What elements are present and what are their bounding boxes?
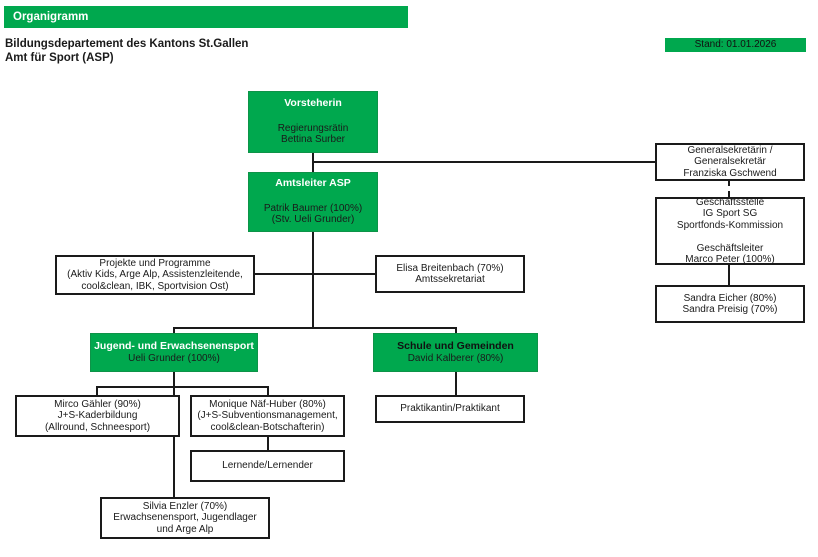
org-node-monique-naef-huber: Monique Näf-Huber (80%) (J+S-Subventions… bbox=[190, 395, 345, 437]
org-node-line: cool&clean, IBK, Sportvision Ost) bbox=[81, 280, 229, 292]
connector-drop-jugend bbox=[173, 327, 175, 333]
org-node-line: Bettina Surber bbox=[281, 134, 345, 146]
org-node-line bbox=[729, 231, 732, 243]
connector-subbranch-horizontal bbox=[96, 386, 269, 388]
connector-schule-praktikant bbox=[455, 372, 457, 395]
org-node-line: (Stv. Ueli Grunder) bbox=[271, 214, 355, 226]
org-node-line: Patrik Baumer (100%) bbox=[263, 202, 363, 214]
org-node-line: Geschäftsstelle bbox=[695, 196, 765, 208]
org-node-line: und Arge Alp bbox=[156, 523, 214, 535]
org-node-line: J+S-Kaderbildung bbox=[57, 410, 138, 422]
org-node-line: IG Sport SG bbox=[702, 208, 758, 219]
org-node-amtsleiter-asp: Amtsleiter ASP Patrik Baumer (100%) (Stv… bbox=[248, 172, 378, 232]
connector-projekte-amtssekretariat bbox=[255, 273, 375, 275]
org-node-line: Marco Peter (100%) bbox=[685, 254, 775, 265]
org-node-sandra-eicher-preisig: Sandra Eicher (80%) Sandra Preisig (70%) bbox=[655, 285, 805, 323]
org-node-line: Generalsekretärin / bbox=[687, 144, 773, 156]
org-node-generalsekretariat: Generalsekretärin / Generalsekretär Fran… bbox=[655, 143, 805, 181]
org-node-line: Sportfonds-Kommission bbox=[676, 219, 784, 231]
org-node-line: Geschäftsleiter bbox=[696, 242, 764, 254]
connector-amtsleiter-down bbox=[312, 231, 314, 329]
org-node-line: Generalsekretär bbox=[694, 156, 766, 168]
org-node-schule-und-gemeinden: Schule und Gemeinden David Kalberer (80%… bbox=[373, 333, 538, 372]
connector-generalsekretariat-geschaeftsstelle-dashed bbox=[728, 180, 730, 197]
org-node-line: Erwachsenensport, Jugendlager bbox=[113, 512, 257, 524]
connector-drop-schule bbox=[455, 327, 457, 333]
org-node-vorsteherin: Vorsteherin Regierungsrätin Bettina Surb… bbox=[248, 91, 378, 153]
org-node-line: David Kalberer (80%) bbox=[407, 352, 504, 364]
org-node-silvia-enzler: Silvia Enzler (70%) Erwachsenensport, Ju… bbox=[100, 497, 270, 539]
document-title: Bildungsdepartement des Kantons St.Galle… bbox=[5, 37, 248, 65]
org-node-line: Sandra Preisig (70%) bbox=[682, 304, 778, 315]
connector-drop-mirco bbox=[96, 386, 98, 395]
page-title-bar: Organigramm bbox=[4, 6, 408, 28]
document-title-line2: Amt für Sport (ASP) bbox=[5, 52, 114, 64]
org-node-line: cool&clean-Botschafterin) bbox=[210, 421, 325, 433]
org-node-line: Amtssekretariat bbox=[415, 274, 485, 285]
connector-monique-lernende bbox=[267, 437, 269, 450]
org-node-line: (J+S-Subventionsmanagement, bbox=[197, 410, 338, 422]
org-node-line: Mirco Gähler (90%) bbox=[54, 398, 141, 410]
document-title-line1: Bildungsdepartement des Kantons St.Galle… bbox=[5, 38, 249, 50]
org-node-line: Franziska Gschwend bbox=[683, 167, 777, 179]
org-node-line: Ueli Grunder (100%) bbox=[128, 352, 220, 364]
org-node-lernende: Lernende/Lernender bbox=[190, 450, 345, 482]
org-node-title: Jugend- und Erwachsenensport bbox=[94, 340, 254, 352]
connector-geschaeftsstelle-sandra bbox=[728, 264, 730, 285]
org-node-praktikant: Praktikantin/Praktikant bbox=[375, 395, 525, 423]
org-node-amtssekretariat: Elisa Breitenbach (70%) Amtssekretariat bbox=[375, 255, 525, 293]
org-node-line: Lernende/Lernender bbox=[222, 460, 313, 472]
org-node-jugend-und-erwachsenensport: Jugend- und Erwachsenensport Ueli Grunde… bbox=[90, 333, 258, 372]
status-date-badge: Stand: 01.01.2026 bbox=[665, 38, 806, 52]
org-node-geschaeftsstelle-ig-sport: Geschäftsstelle IG Sport SG Sportfonds-K… bbox=[655, 197, 805, 265]
org-node-line: (Aktiv Kids, Arge Alp, Assistenzleitende… bbox=[67, 269, 243, 281]
org-node-line: Elisa Breitenbach (70%) bbox=[396, 262, 504, 274]
connector-drop-monique bbox=[267, 386, 269, 395]
org-node-line: Silvia Enzler (70%) bbox=[142, 500, 228, 512]
connector-branch-horizontal bbox=[173, 327, 457, 329]
org-node-line: Projekte und Programme bbox=[99, 257, 211, 269]
connector-to-generalsekretariat bbox=[313, 161, 655, 163]
org-node-line: Monique Näf-Huber (80%) bbox=[209, 398, 326, 410]
org-node-title: Vorsteherin bbox=[284, 97, 342, 110]
org-node-line: Praktikantin/Praktikant bbox=[400, 403, 500, 415]
org-node-title: Amtsleiter ASP bbox=[275, 177, 351, 190]
org-node-projekte-und-programme: Projekte und Programme (Aktiv Kids, Arge… bbox=[55, 255, 255, 295]
org-node-line: (Allround, Schneesport) bbox=[44, 421, 151, 433]
org-node-line: Sandra Eicher (80%) bbox=[683, 292, 777, 304]
org-node-title: Schule und Gemeinden bbox=[397, 340, 514, 352]
org-node-line: Regierungsrätin bbox=[277, 122, 349, 134]
org-node-mirco-gaehler: Mirco Gähler (90%) J+S-Kaderbildung (All… bbox=[15, 395, 180, 437]
